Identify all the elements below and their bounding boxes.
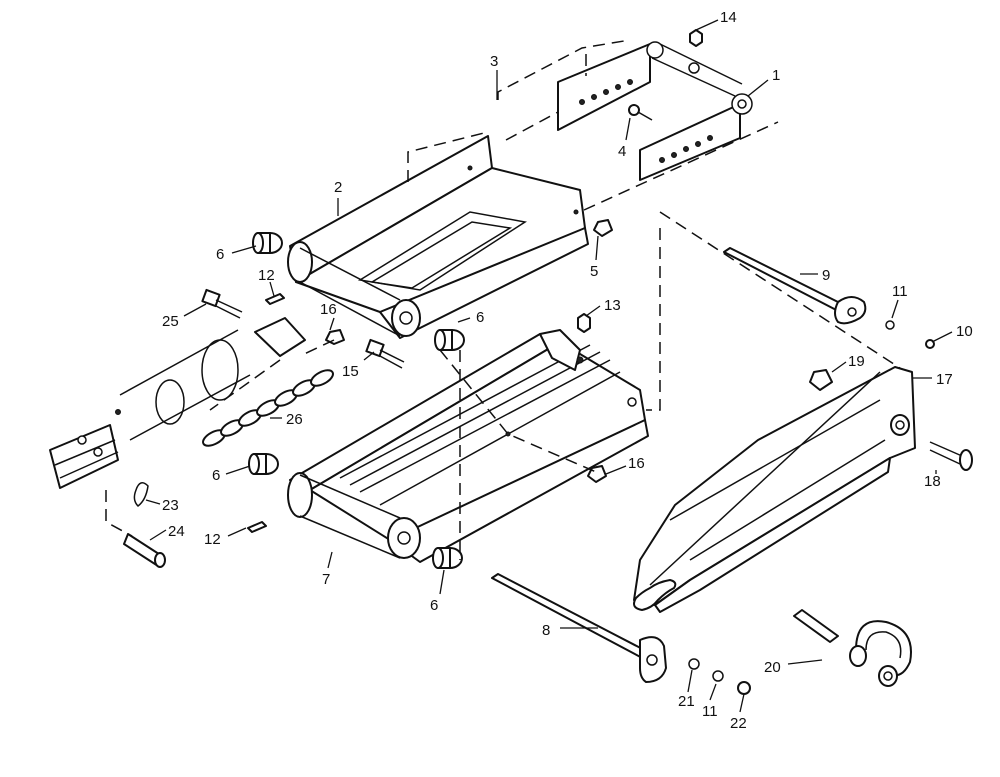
label-26: 26 — [286, 411, 303, 428]
label-16-upper: 16 — [320, 301, 337, 318]
part-9-pin — [723, 247, 867, 325]
hardware-bolts-nuts — [123, 29, 973, 695]
assembly-dash-lines — [105, 39, 901, 560]
label-2: 2 — [334, 179, 342, 196]
label-25: 25 — [162, 313, 179, 330]
label-9: 9 — [822, 267, 830, 284]
label-18: 18 — [924, 473, 941, 490]
label-6-upper: 6 — [216, 246, 224, 263]
callout-labels: 1 2 3 4 5 6 6 6 6 7 8 9 10 11 11 12 12 1… — [162, 9, 973, 732]
label-17: 17 — [936, 371, 953, 388]
label-22: 22 — [730, 715, 747, 732]
label-3: 3 — [490, 53, 498, 70]
label-15: 15 — [342, 363, 359, 380]
label-10: 10 — [956, 323, 973, 340]
hitch-cylinder-assembly — [49, 317, 306, 489]
part-26-chain — [202, 369, 334, 447]
part-8-pin — [491, 573, 667, 683]
callout-leaders — [145, 19, 953, 713]
part-17-drawbar — [633, 366, 916, 613]
label-6-left: 6 — [212, 467, 220, 484]
label-1: 1 — [772, 67, 780, 84]
part-7-lower-frame — [287, 329, 649, 563]
label-8: 8 — [542, 622, 550, 639]
label-16-lower: 16 — [628, 455, 645, 472]
label-24: 24 — [168, 523, 185, 540]
label-7: 7 — [322, 571, 330, 588]
label-20: 20 — [764, 659, 781, 676]
label-5: 5 — [590, 263, 598, 280]
label-4: 4 — [618, 143, 626, 160]
label-12-upper: 12 — [258, 267, 275, 284]
part-1-upper-bracket — [557, 41, 753, 181]
label-11-upper: 11 — [892, 283, 908, 300]
label-12-lower: 12 — [204, 531, 221, 548]
part-20-shackle — [793, 609, 912, 687]
label-6-mid: 6 — [476, 309, 484, 326]
label-19: 19 — [848, 353, 865, 370]
label-13: 13 — [604, 297, 621, 314]
label-11-lower: 11 — [702, 703, 718, 720]
part-2-upper-frame — [287, 135, 589, 339]
label-23: 23 — [162, 497, 179, 514]
label-6-lower: 6 — [430, 597, 438, 614]
label-21: 21 — [678, 693, 695, 710]
label-14: 14 — [720, 9, 737, 26]
